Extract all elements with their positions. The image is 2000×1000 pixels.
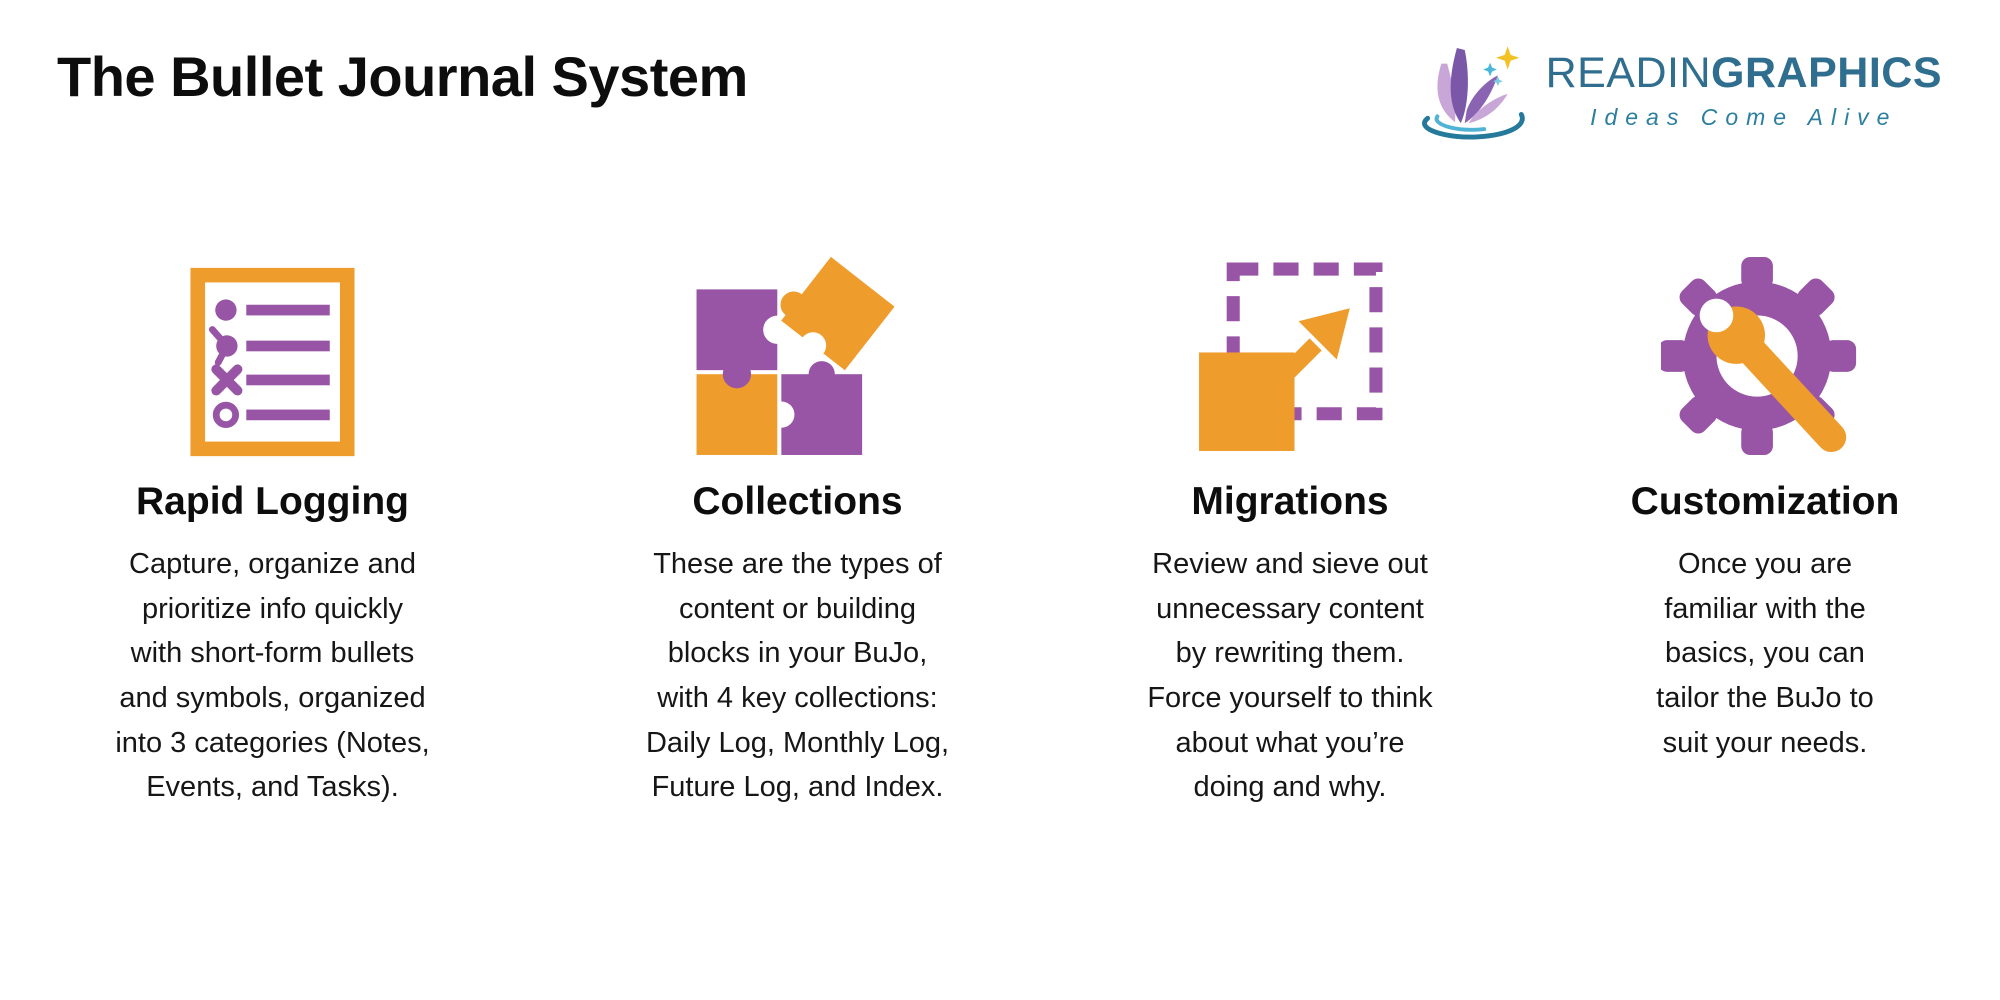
column-heading: Customization [1630,480,1900,523]
column-heading: Migrations [1191,480,1389,523]
brand-tagline: Ideas Come Alive [1590,104,1898,130]
column-customization: Customization Once you are familiar with… [1530,182,2000,810]
column-description: Capture, organize and prioritize info qu… [115,548,430,804]
column-description: These are the types of content or buildi… [645,548,950,804]
star-icon [1492,76,1503,87]
page-title: The Bullet Journal System [57,45,748,108]
migrate-arrow-icon [1199,262,1383,451]
logo-book-icon [1421,46,1525,140]
feature-columns: Rapid Logging Capture, organize and prio… [0,182,2000,810]
column-heading: Rapid Logging [136,480,409,523]
column-description: Review and sieve out unnecessary content… [1147,548,1433,804]
puzzle-pieces-icon [696,256,895,455]
gear-wrench-icon [1661,256,1857,456]
star-icon [1495,46,1519,70]
star-icon [1482,62,1497,77]
brand-name: READINGRAPHICS [1545,49,1942,97]
column-collections: Collections These are the types of conte… [545,182,1050,810]
column-description: Once you are familiar with the basics, y… [1656,548,1874,759]
column-heading: Collections [692,480,903,523]
bullet-list-icon [190,267,355,457]
readinggraphics-logo: READINGRAPHICS Ideas Come Alive [1412,36,1942,144]
column-migrations: Migrations Review and sieve out unnecess… [1050,182,1530,810]
column-rapid-logging: Rapid Logging Capture, organize and prio… [0,182,545,810]
